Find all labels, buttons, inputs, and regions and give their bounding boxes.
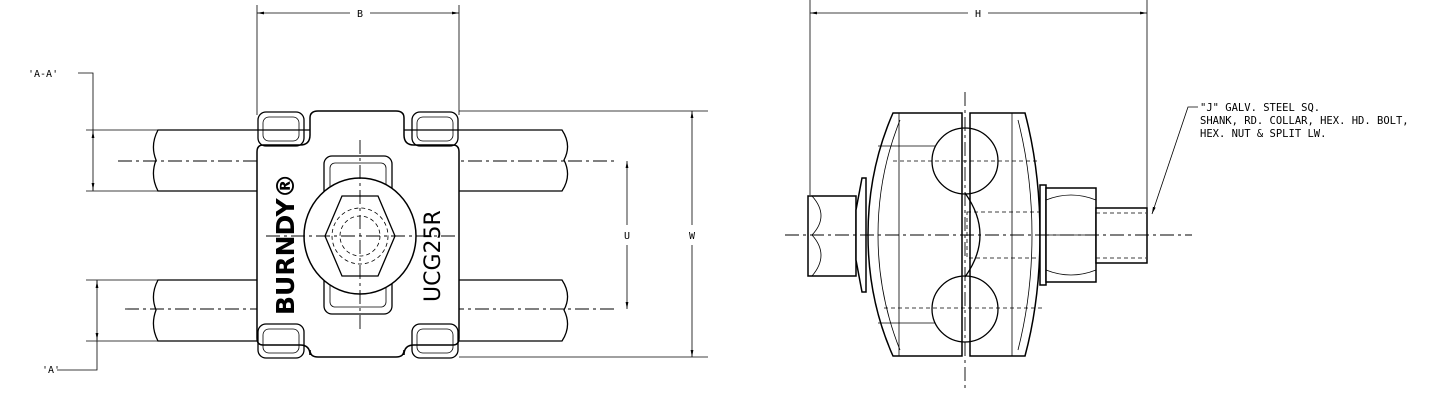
dimension-h-label: H xyxy=(975,9,981,20)
section-label-top: 'A-A' xyxy=(28,69,58,80)
callout: "J" GALV. STEEL SQ. SHANK, RD. COLLAR, H… xyxy=(1151,102,1409,215)
callout-line-1: "J" GALV. STEEL SQ. xyxy=(1200,102,1320,114)
dimension-b: B xyxy=(256,5,460,115)
dimension-w-label: W xyxy=(689,231,696,242)
connector-body xyxy=(867,112,1046,357)
upper-cable xyxy=(152,129,569,192)
section-marker-bottom: 'A' xyxy=(42,279,158,376)
side-view: H xyxy=(785,0,1409,388)
lower-cable xyxy=(152,279,569,342)
brand-mark: BURNDY® xyxy=(271,173,300,315)
dimension-u: U xyxy=(624,161,630,309)
dimension-w: W xyxy=(459,110,708,358)
section-marker-top: 'A-A' xyxy=(28,69,158,192)
bolt-shank xyxy=(1095,207,1148,264)
h-dimension: H xyxy=(809,0,1148,210)
callout-line-2: SHANK, RD. COLLAR, HEX. HD. BOLT, xyxy=(1200,115,1409,127)
dimension-u-label: U xyxy=(624,231,630,242)
dimension-b-label: B xyxy=(357,9,363,20)
clamp-body: BURNDY® UCG25R xyxy=(256,110,460,359)
callout-line-3: HEX. NUT & SPLIT LW. xyxy=(1200,128,1326,140)
front-view: BURNDY® UCG25R B U W 'A-A' xyxy=(28,5,708,376)
part-number: UCG25R xyxy=(421,210,446,302)
section-label-bottom: 'A' xyxy=(42,365,60,376)
